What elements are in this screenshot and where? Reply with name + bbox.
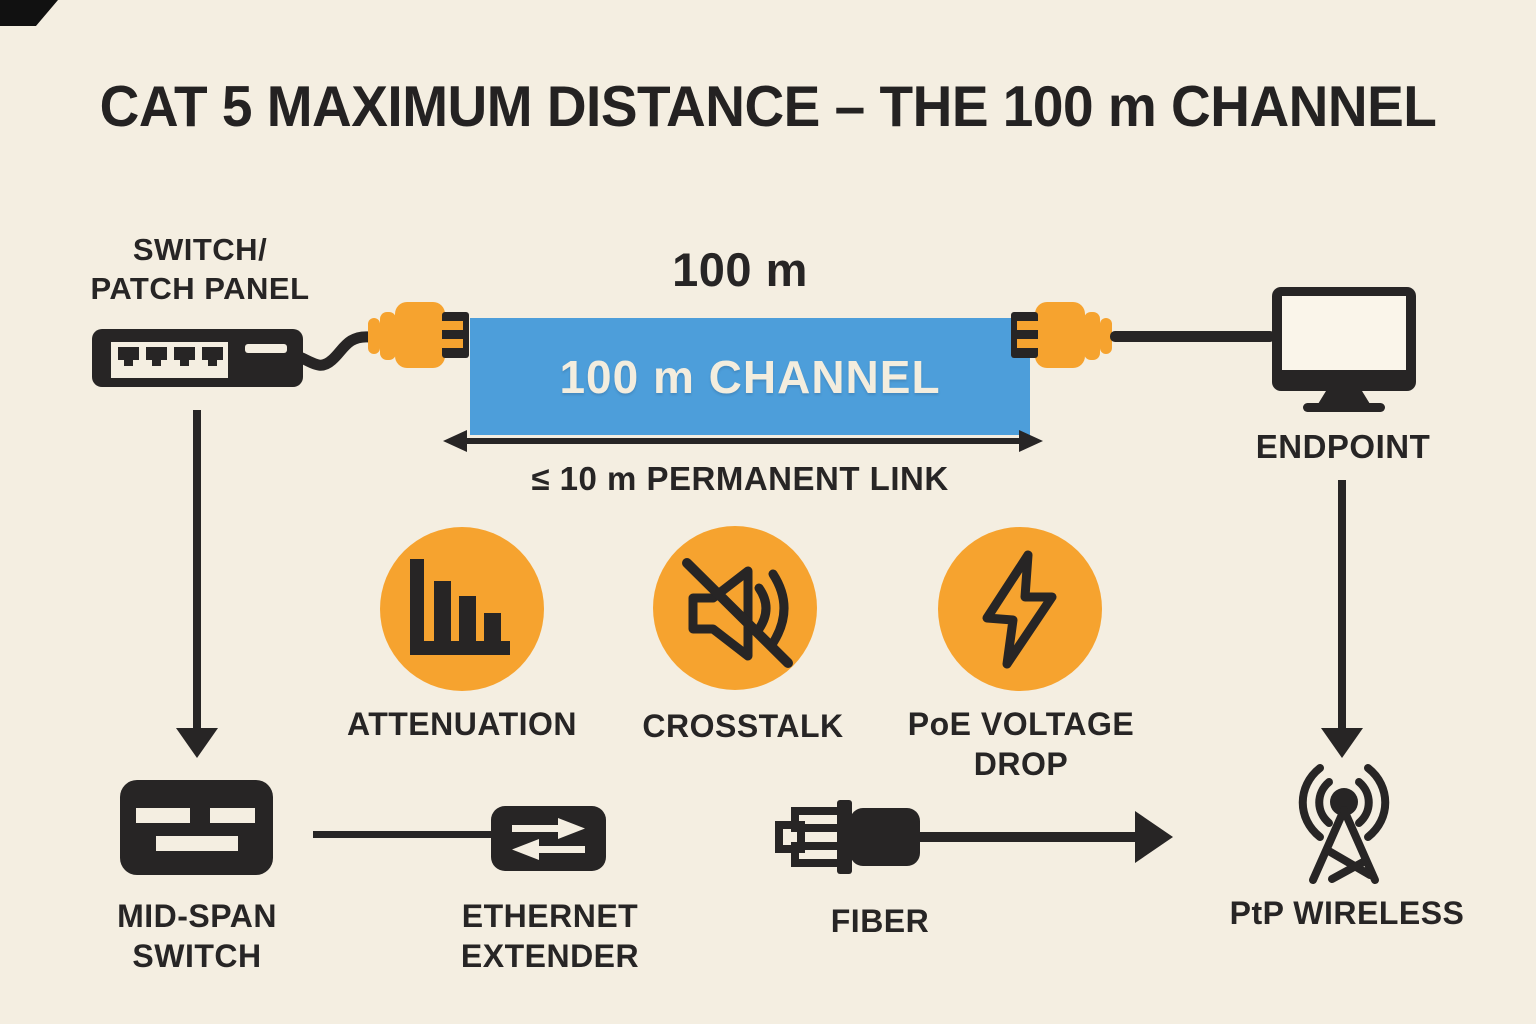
midspan-extender-link xyxy=(313,831,491,838)
midspan-switch-icon xyxy=(120,780,273,875)
switch-label: SWITCH/ PATCH PANEL xyxy=(90,232,310,307)
page-title: CAT 5 MAXIMUM DISTANCE – THE 100 m CHANN… xyxy=(99,73,1437,139)
permanent-link-label: ≤ 10 m PERMANENT LINK xyxy=(531,460,949,497)
crosstalk-label: CROSSTALK xyxy=(642,708,844,744)
rj45-plug-right-icon xyxy=(1011,302,1112,368)
channel-bar: 100 m CHANNEL xyxy=(470,318,1030,435)
attenuation-badge xyxy=(380,527,544,691)
down-arrow-left xyxy=(176,410,218,758)
measurement-arrow xyxy=(443,430,1043,452)
fiber-label: FIBER xyxy=(830,903,930,939)
down-arrow-right xyxy=(1321,480,1363,758)
fiber-connector-icon xyxy=(775,800,1173,874)
bar-chart-declining-icon xyxy=(410,559,510,655)
channel-bar-label: 100 m CHANNEL xyxy=(559,350,941,403)
monitor-icon xyxy=(1272,287,1416,412)
endpoint-label: ENDPOINT xyxy=(1255,428,1431,465)
crosstalk-badge xyxy=(653,526,817,690)
patch-cable-left xyxy=(300,331,372,371)
poe-voltage-drop-badge xyxy=(938,527,1102,691)
ptp-wireless-label: PtP WIRELESS xyxy=(1229,895,1465,931)
corner-artifact xyxy=(0,0,58,26)
cable-to-endpoint xyxy=(1110,331,1275,342)
muted-speaker-icon xyxy=(682,558,793,668)
antenna-icon xyxy=(1298,764,1390,884)
rj45-plug-left-icon xyxy=(368,302,469,368)
attenuation-label: ATTENUATION xyxy=(346,706,578,742)
ethernet-extender-label: ETHERNET EXTENDER xyxy=(460,898,640,975)
ethernet-extender-icon xyxy=(491,806,606,871)
midspan-switch-label: MID-SPAN SWITCH xyxy=(117,898,277,975)
channel-distance-label: 100 m xyxy=(672,243,808,296)
lightning-bolt-icon xyxy=(982,550,1057,669)
network-switch-icon xyxy=(92,329,303,387)
poe-voltage-drop-label: PoE VOLTAGE DROP xyxy=(907,706,1135,783)
